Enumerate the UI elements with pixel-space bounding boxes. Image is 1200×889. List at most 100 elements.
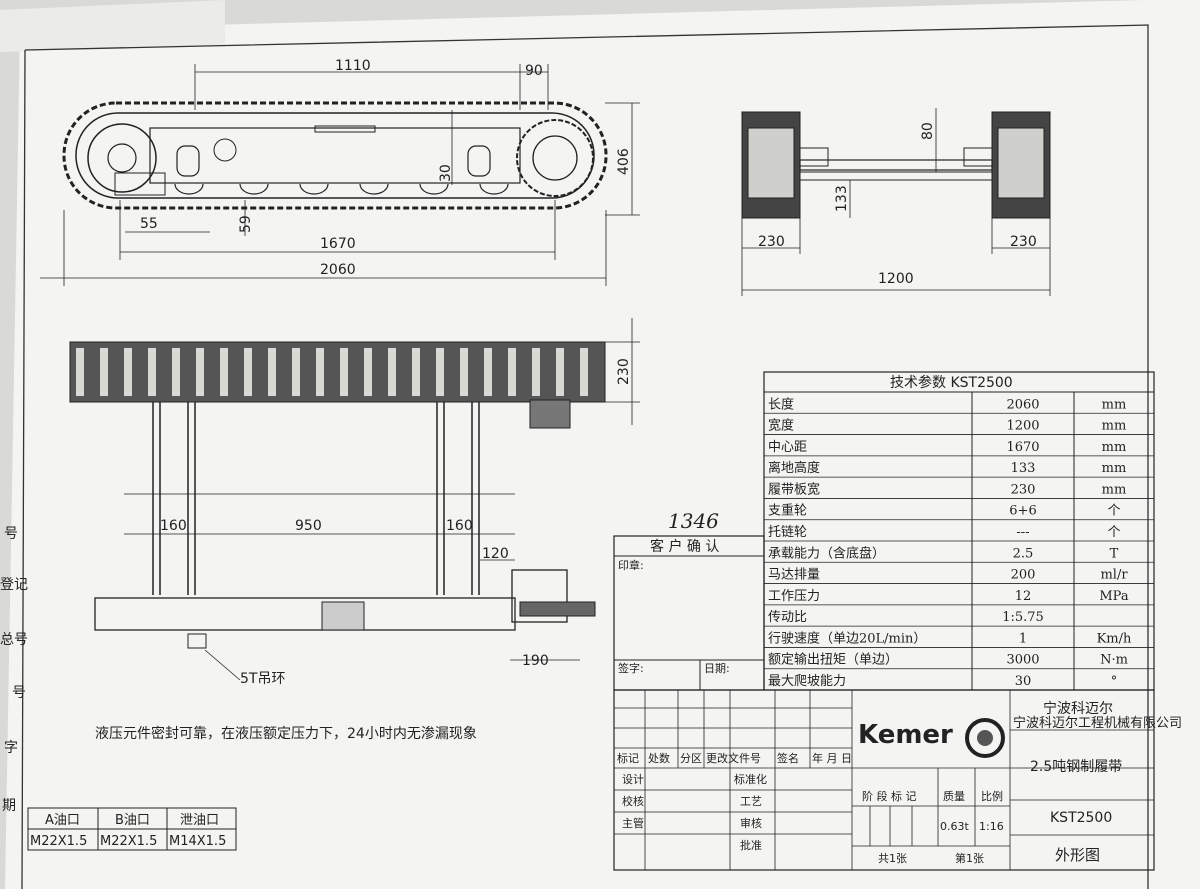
dim-230-left: 230 <box>758 234 785 250</box>
paper-back-sheet <box>0 0 225 52</box>
svg-text:总号: 总号 <box>0 632 28 648</box>
top-plate <box>314 125 376 133</box>
spec-name: 履带板宽 <box>768 481 820 497</box>
spec-unit: ° <box>1111 674 1118 689</box>
seal-label: 印章: <box>618 558 644 572</box>
rev-header-doc: 更改文件号 <box>706 751 761 765</box>
dim-1670: 1670 <box>320 236 356 252</box>
cross-members <box>152 402 480 595</box>
track-frame <box>149 127 521 184</box>
port-b-header: B油口 <box>115 813 150 828</box>
side-view-dimensions: 1110 90 406 30 55 59 1670 2060 <box>140 58 632 278</box>
spec-unit: 个 <box>1107 504 1120 519</box>
front-view <box>741 108 1051 296</box>
dim-90: 90 <box>525 63 543 79</box>
customer-confirm-box: 客 户 确 认 印章: 签字: 日期: <box>613 535 765 691</box>
spec-name: 宽度 <box>768 418 794 434</box>
spec-value: 30 <box>1015 674 1032 689</box>
spec-value: 1:5.75 <box>1002 610 1044 625</box>
spec-name: 托链轮 <box>768 525 807 540</box>
road-wheels <box>174 183 509 195</box>
dim-55: 55 <box>140 216 158 232</box>
spec-name: 长度 <box>768 396 794 412</box>
front-view-dimensions: 80 133 230 230 1200 <box>758 122 1037 287</box>
dim-59: 59 <box>238 215 254 233</box>
track-shoes <box>76 348 588 396</box>
title-block <box>613 689 1155 871</box>
view-name: 外形图 <box>1055 846 1100 864</box>
dim-160-left: 160 <box>160 518 187 534</box>
spec-unit: MPa <box>1099 589 1128 604</box>
company-name: 宁波科迈尔工程机械有限公司 <box>1013 715 1182 731</box>
right-bracket <box>963 147 993 167</box>
dim-230-right: 230 <box>1010 234 1037 250</box>
role-process: 工艺 <box>740 795 762 808</box>
role-approve: 批准 <box>740 838 762 852</box>
dim-406: 406 <box>616 148 632 175</box>
spec-value: 2060 <box>1006 397 1039 412</box>
dim-2060: 2060 <box>320 262 356 278</box>
dim-1110: 1110 <box>335 58 371 74</box>
roller-brackets <box>176 145 491 177</box>
paper <box>5 0 1200 889</box>
sign-label: 签字: <box>618 661 644 675</box>
motor-housing <box>511 569 568 623</box>
spec-value: 6+6 <box>1009 504 1036 519</box>
spec-name: 额定输出扭矩（单边） <box>768 652 898 668</box>
rev-header-date: 年 月 日 <box>812 751 852 765</box>
role-design: 设计 <box>622 773 644 786</box>
svg-text:登记: 登记 <box>0 577 28 593</box>
spec-value: 3000 <box>1006 653 1039 668</box>
svg-text:号: 号 <box>12 685 26 701</box>
motor-block <box>529 399 571 429</box>
drawing-border <box>24 24 1149 889</box>
port-a-header: A油口 <box>45 813 80 828</box>
spec-value: 200 <box>1011 568 1036 583</box>
left-track-window <box>747 127 795 199</box>
frame-plate <box>321 601 365 631</box>
stage-label: 阶 段 标 记 <box>862 789 917 803</box>
left-edge-labels: 号 登记 总号 号 字 期 <box>0 526 28 814</box>
side-view <box>40 64 640 286</box>
spec-value: 133 <box>1011 461 1036 476</box>
track-inner <box>75 112 595 199</box>
sprocket-hub <box>532 135 578 181</box>
scale-value: 1:16 <box>979 820 1004 833</box>
spec-value: 1 <box>1019 631 1027 646</box>
track-outer <box>62 101 608 210</box>
logo-gear-icon <box>965 718 1005 758</box>
drain-port-value: M14X1.5 <box>169 834 226 849</box>
date-label: 日期: <box>704 662 730 675</box>
scale-label: 比例 <box>981 789 1003 803</box>
sheet-number: 第1张 <box>955 851 984 865</box>
spec-value: 230 <box>1011 482 1036 497</box>
mass-label: 质量 <box>943 790 965 803</box>
spec-value: 1670 <box>1006 440 1039 455</box>
dim-30: 30 <box>438 164 454 182</box>
spec-name: 中心距 <box>768 440 807 455</box>
lifting-ring <box>187 633 207 649</box>
spec-value: 12 <box>1015 589 1032 604</box>
svg-text:字: 字 <box>4 740 18 756</box>
dim-133: 133 <box>834 185 850 212</box>
dim-190: 190 <box>522 653 549 669</box>
spec-value: 2.5 <box>1013 546 1034 561</box>
dim-950: 950 <box>295 518 322 534</box>
spec-name: 行驶速度（单边20L/min） <box>768 630 926 646</box>
role-manager: 主管 <box>622 816 644 830</box>
spec-value: 1200 <box>1006 419 1039 434</box>
model-number: KST2500 <box>1050 810 1112 826</box>
lower-frame <box>94 597 516 631</box>
hydraulic-note: 液压元件密封可靠，在液压额定压力下，24小时内无渗漏现象 <box>95 725 477 742</box>
spec-name: 承载能力（含底盘） <box>768 545 885 561</box>
spec-unit: mm <box>1102 482 1127 497</box>
role-standard: 标准化 <box>734 772 767 786</box>
handwritten-note: 1346 <box>668 509 719 533</box>
company-line1: 宁波科迈尔 <box>1043 700 1113 717</box>
drive-sprocket <box>516 119 594 197</box>
dim-1200: 1200 <box>878 271 914 287</box>
dim-160-right: 160 <box>446 518 473 534</box>
dim-120: 120 <box>482 546 509 562</box>
